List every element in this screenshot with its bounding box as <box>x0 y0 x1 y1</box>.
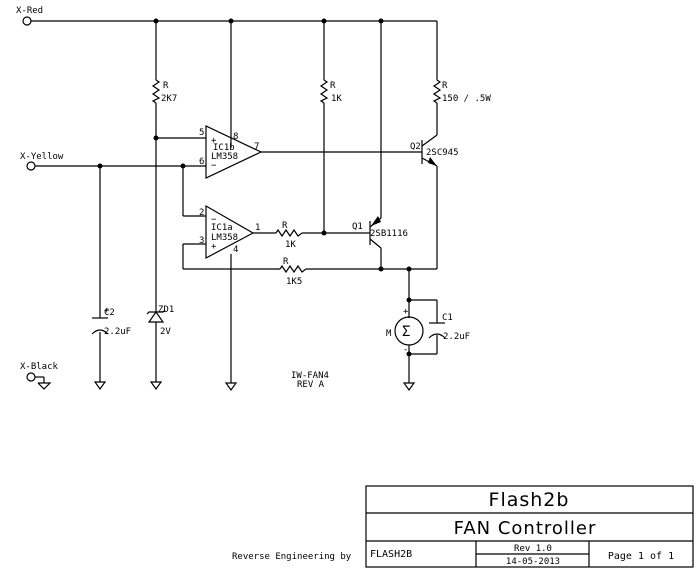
svg-text:C1: C1 <box>442 313 453 323</box>
capacitor-c2: + C2 2.2uF <box>91 306 131 337</box>
svg-text:IC1a: IC1a <box>211 223 233 233</box>
resistor-r-2k7: R 2K7 <box>151 79 177 104</box>
svg-text:5: 5 <box>199 128 204 138</box>
connector-x-yellow: X-Yellow <box>20 152 64 171</box>
svg-text:4: 4 <box>233 245 238 255</box>
svg-text:1K5: 1K5 <box>286 277 302 287</box>
svg-text:M: M <box>386 329 392 339</box>
svg-text:C2: C2 <box>104 308 115 318</box>
title-block-subtitle: FAN Controller <box>454 518 597 539</box>
zener-zd1: ZD1 2V <box>146 305 174 337</box>
title-block-title: Flash2b <box>489 489 570 511</box>
svg-text:1: 1 <box>255 223 260 233</box>
svg-text:+: + <box>104 306 110 316</box>
svg-text:Σ: Σ <box>402 324 410 340</box>
board-label: IW-FAN4 REV A <box>291 371 329 390</box>
svg-text:R: R <box>163 81 169 91</box>
fan-motor: Σ + - M <box>386 307 424 355</box>
svg-text:6: 6 <box>199 157 204 167</box>
svg-text:+: + <box>211 136 217 146</box>
title-block-date: 14-05-2013 <box>506 557 560 567</box>
title-block: Flash2b FAN Controller FLASH2B Rev 1.0 1… <box>365 485 694 568</box>
resistor-r-150: R 150 / .5W <box>432 79 491 104</box>
net-label-x-red: X-Red <box>16 6 43 16</box>
title-block-rev: Rev 1.0 <box>514 544 552 554</box>
svg-text:R: R <box>442 81 448 91</box>
svg-text:R: R <box>282 221 288 231</box>
svg-text:LM358: LM358 <box>211 233 238 243</box>
opamp-ic1b: + − IC1b LM358 5 6 7 8 <box>199 125 263 179</box>
connector-x-black: X-Black <box>20 362 59 390</box>
svg-text:1K: 1K <box>285 240 296 250</box>
svg-text:3: 3 <box>199 236 204 246</box>
net-label-x-black: X-Black <box>20 362 59 372</box>
connector-x-red: X-Red <box>16 6 43 26</box>
svg-text:2K7: 2K7 <box>161 94 177 104</box>
svg-text:2.2uF: 2.2uF <box>104 327 131 337</box>
transistor-q2: Q2 2SC945 <box>410 134 459 167</box>
svg-text:ZD1: ZD1 <box>158 305 174 315</box>
resistor-r-1k-top: R 1K <box>319 79 342 104</box>
svg-text:−: − <box>211 215 217 225</box>
svg-text:Q2: Q2 <box>410 142 421 152</box>
svg-text:2V: 2V <box>160 327 171 337</box>
svg-text:2SC945: 2SC945 <box>426 148 459 158</box>
wires <box>31 20 438 383</box>
capacitor-c1: C1 2.2uF <box>428 313 470 342</box>
svg-text:-: - <box>403 345 408 355</box>
title-block-author: FLASH2B <box>370 549 412 560</box>
svg-text:2SB1116: 2SB1116 <box>370 229 408 239</box>
svg-text:LM358: LM358 <box>211 152 238 162</box>
svg-text:1K: 1K <box>331 94 342 104</box>
resistor-r-1k-mid: R 1K <box>275 221 303 250</box>
svg-text:−: − <box>211 161 217 171</box>
svg-text:IW-FAN4: IW-FAN4 <box>291 371 329 381</box>
junctions <box>97 18 412 357</box>
svg-text:+: + <box>211 242 217 252</box>
svg-text:REV A: REV A <box>297 380 325 390</box>
opamp-ic1a: − + IC1a LM358 2 3 1 4 <box>199 204 260 259</box>
svg-text:R: R <box>330 81 336 91</box>
svg-text:IC1b: IC1b <box>213 143 235 153</box>
svg-text:+: + <box>403 307 409 317</box>
svg-text:2.2uF: 2.2uF <box>443 332 470 342</box>
svg-text:7: 7 <box>254 142 259 152</box>
svg-text:R: R <box>283 257 289 267</box>
title-block-page: Page 1 of 1 <box>608 551 674 562</box>
transistor-q1: Q1 2SB1116 <box>352 216 408 249</box>
svg-text:2: 2 <box>199 208 204 218</box>
svg-text:8: 8 <box>233 132 238 142</box>
credit-label: Reverse Engineering by <box>232 552 352 562</box>
svg-text:150 / .5W: 150 / .5W <box>442 94 491 104</box>
svg-text:Q1: Q1 <box>352 222 363 232</box>
net-label-x-yellow: X-Yellow <box>20 152 64 162</box>
ground-symbols <box>93 381 416 392</box>
resistor-r-1k5: R 1K5 <box>279 257 307 287</box>
